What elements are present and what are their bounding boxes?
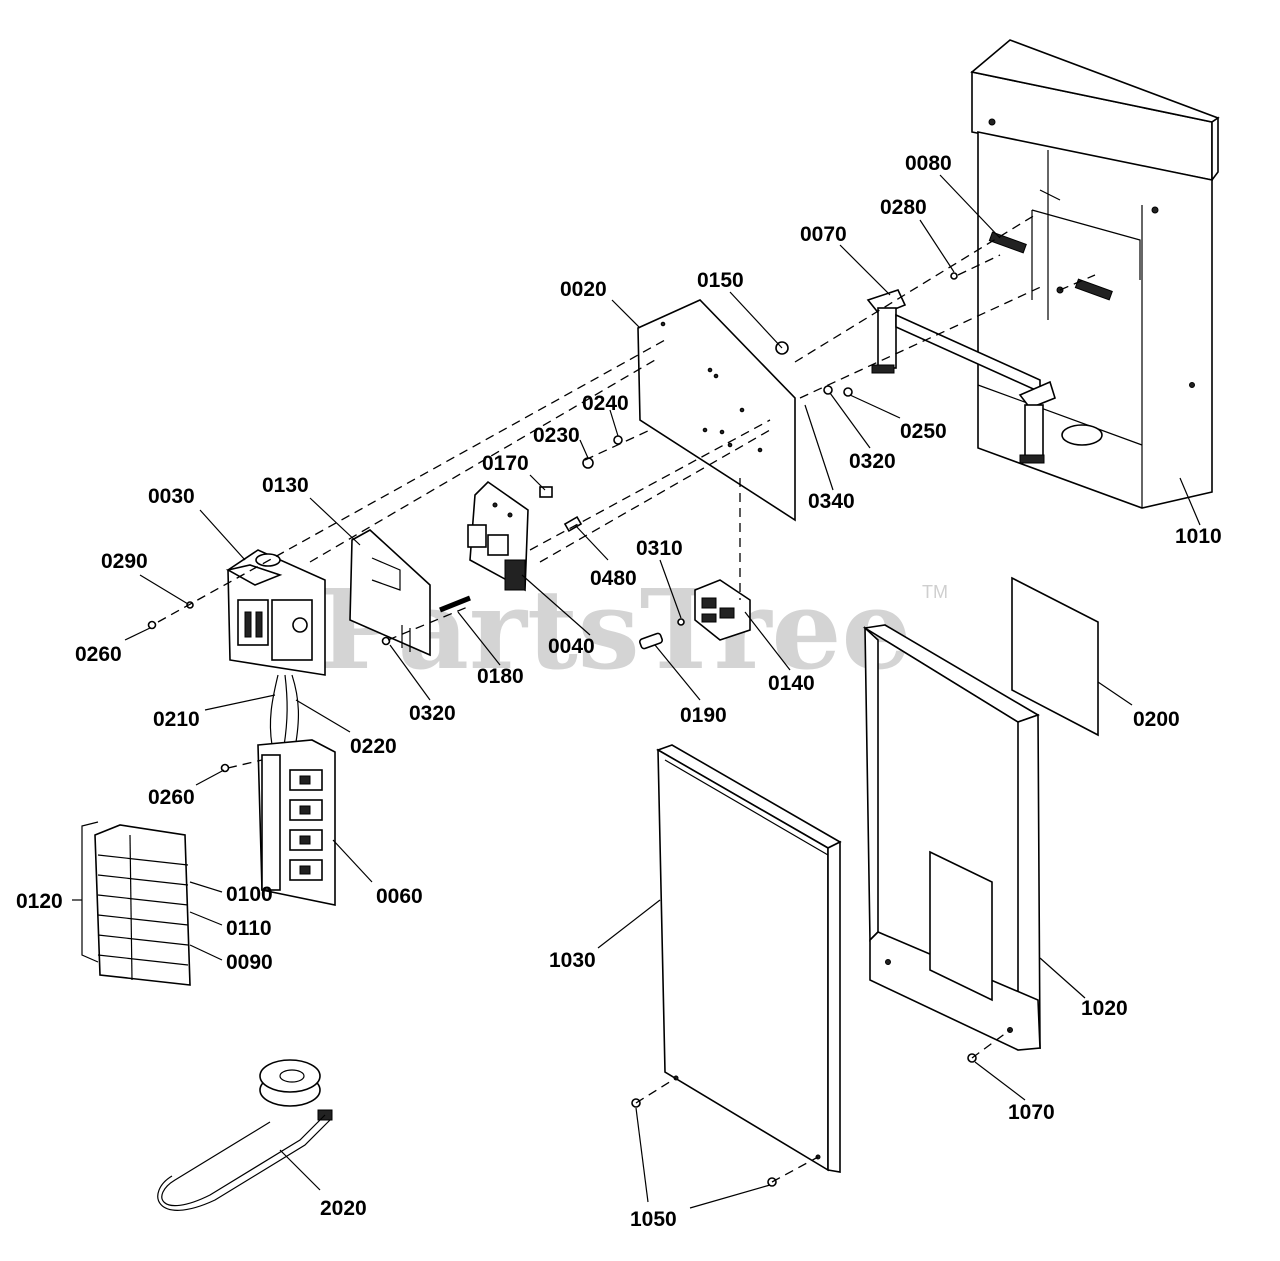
label-0170: 0170 xyxy=(482,452,529,475)
label-0260-mid: 0260 xyxy=(148,786,195,809)
terminal-block-0140 xyxy=(694,579,751,641)
standoff-0480 xyxy=(563,515,583,533)
door-panel-1030 xyxy=(656,744,842,1173)
label-0060: 0060 xyxy=(376,885,423,908)
transfer-switch-0030 xyxy=(225,549,326,676)
label-0250: 0250 xyxy=(900,420,947,443)
label-0220: 0220 xyxy=(350,735,397,758)
label-0180: 0180 xyxy=(477,665,524,688)
screw-0310 xyxy=(677,618,685,626)
screw-0250 xyxy=(843,387,853,397)
screw-0280 xyxy=(950,272,958,280)
label-0100: 0100 xyxy=(226,883,273,906)
label-0120: 0120 xyxy=(16,890,63,913)
part-number-labels: 0020 0030 0040 0060 0070 0080 0090 0100 … xyxy=(16,152,1222,1231)
back-plate-0020 xyxy=(637,299,796,522)
label-1020: 1020 xyxy=(1081,997,1128,1020)
label-0040: 0040 xyxy=(548,635,595,658)
label-0320-right: 0320 xyxy=(849,450,896,473)
frame-1020 xyxy=(862,624,1041,1051)
label-0310: 0310 xyxy=(636,537,683,560)
watermark-trademark: TM xyxy=(922,582,948,602)
current-transformer-2020 xyxy=(157,1059,333,1211)
label-0020: 0020 xyxy=(560,278,607,301)
fuse-0190 xyxy=(638,632,664,650)
label-0260-top: 0260 xyxy=(75,643,122,666)
wire-0210 xyxy=(269,674,279,746)
enclosure-1010 xyxy=(970,39,1220,509)
label-0030: 0030 xyxy=(148,485,195,508)
breaker-stack-0120 xyxy=(81,821,191,986)
label-1010: 1010 xyxy=(1175,525,1222,548)
control-board-0040 xyxy=(467,480,529,592)
wire-0220 xyxy=(291,674,300,749)
breaker-panel-0060 xyxy=(257,739,336,906)
label-0200: 0200 xyxy=(1133,708,1180,731)
label-0130: 0130 xyxy=(262,474,309,497)
label-0090: 0090 xyxy=(226,951,273,974)
screw-0260-top xyxy=(147,620,157,630)
rod-0180 xyxy=(439,595,471,613)
label-0240: 0240 xyxy=(582,392,629,415)
label-0190: 0190 xyxy=(680,704,727,727)
label-0200 xyxy=(1011,576,1099,737)
label-0480: 0480 xyxy=(590,567,637,590)
label-0210: 0210 xyxy=(153,708,200,731)
label-1050: 1050 xyxy=(630,1208,677,1231)
label-1070: 1070 xyxy=(1008,1101,1055,1124)
screw-0320-right xyxy=(823,385,833,395)
label-0110: 0110 xyxy=(226,917,272,940)
label-0280: 0280 xyxy=(880,196,927,219)
washer-0240 xyxy=(613,435,623,445)
nut-0230 xyxy=(582,457,594,469)
label-1030: 1030 xyxy=(549,949,596,972)
cover-plate-0130 xyxy=(349,529,431,657)
clip-0170 xyxy=(539,486,553,498)
label-0150: 0150 xyxy=(697,269,744,292)
leader-lines xyxy=(72,174,1201,1209)
label-0070: 0070 xyxy=(800,223,847,246)
label-0320-left: 0320 xyxy=(409,702,456,725)
label-0290: 0290 xyxy=(101,550,148,573)
label-0230: 0230 xyxy=(533,424,580,447)
label-0340: 0340 xyxy=(808,490,855,513)
label-0140: 0140 xyxy=(768,672,815,695)
back-plate-holes xyxy=(660,321,763,453)
label-2020: 2020 xyxy=(320,1197,367,1220)
neutral-bar-0070 xyxy=(866,289,1056,464)
label-0080: 0080 xyxy=(905,152,952,175)
assembly-dash-lines xyxy=(157,214,1096,1183)
screw-0320-left xyxy=(381,636,391,646)
